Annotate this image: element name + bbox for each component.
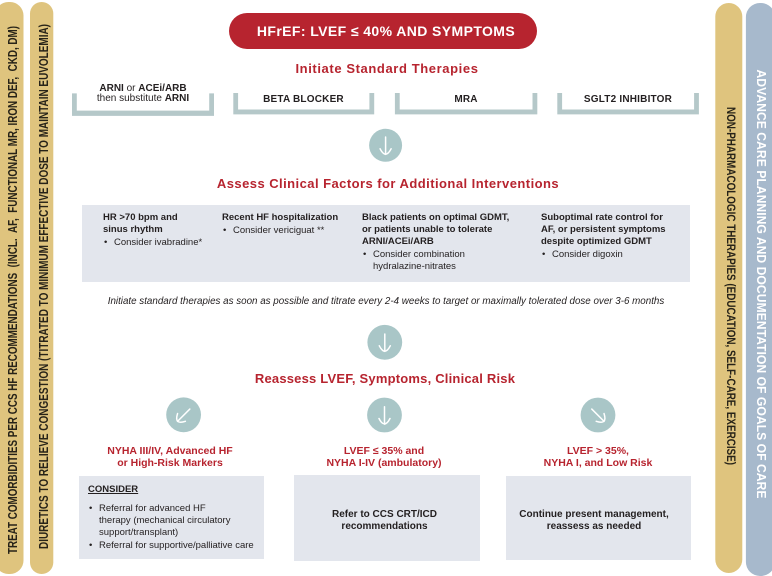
svg-text:ADVANCE CARE PLANNING AND DOCU: ADVANCE CARE PLANNING AND DOCUMENTATION …	[754, 70, 769, 499]
svg-text:DIURETICS TO RELIEVE CONGESTIO: DIURETICS TO RELIEVE CONGESTION (TITRATE…	[36, 24, 51, 549]
svg-text:TREAT COMORBIDITIES PER CCS HF: TREAT COMORBIDITIES PER CCS HF RECOMMEND…	[5, 26, 20, 554]
svg-text:NON-PHARMACOLOGIC THERAPIES (E: NON-PHARMACOLOGIC THERAPIES (EDUCATION, …	[724, 107, 738, 465]
